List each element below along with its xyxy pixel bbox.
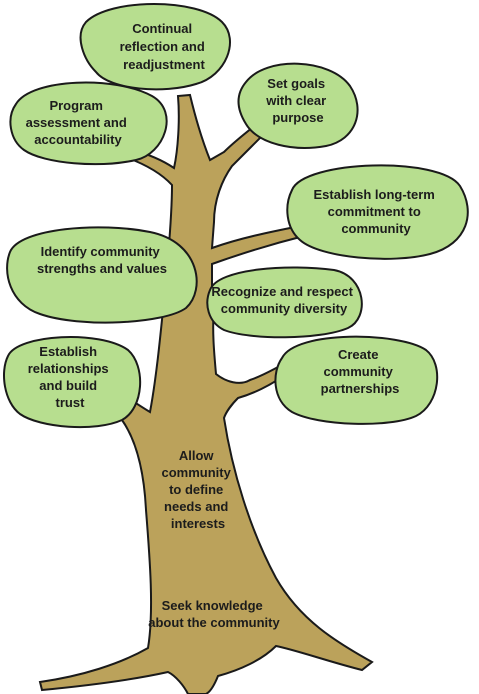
leaf-shape bbox=[237, 62, 359, 149]
leaf-label: Establish long-term commitment to commun… bbox=[314, 187, 439, 236]
leaf-label: Program assessment and accountability bbox=[26, 98, 131, 147]
leaf-label: Continual reflection and readjustment bbox=[120, 21, 209, 72]
leaf-shape bbox=[3, 336, 141, 429]
leaf-set-goals: Set goals with clear purpose bbox=[237, 62, 359, 149]
leaf-shape bbox=[286, 164, 469, 260]
leaf-program-assessment: Program assessment and accountability bbox=[9, 81, 168, 166]
leaf-shape bbox=[79, 3, 231, 91]
leaf-label: Recognize and respect community diversit… bbox=[211, 284, 356, 316]
leaf-label: Establish relationships and build trust bbox=[28, 344, 113, 410]
trunk-label-seek-knowledge: Seek knowledge about the community bbox=[148, 598, 280, 630]
leaf-shape bbox=[9, 81, 168, 166]
leaf-label: Identify community strengths and values bbox=[37, 244, 167, 276]
leaf-build-trust: Establish relationships and build trust bbox=[3, 336, 141, 429]
trunk-label: Allow community to define needs and inte… bbox=[162, 448, 235, 531]
leaf-shape bbox=[274, 335, 439, 425]
leaf-continual-reflection: Continual reflection and readjustment bbox=[79, 3, 231, 91]
leaf-shape bbox=[6, 226, 198, 324]
leaf-community-diversity: Recognize and respect community diversit… bbox=[206, 266, 363, 339]
leaf-shape bbox=[206, 266, 363, 339]
leaf-long-term-commitment: Establish long-term commitment to commun… bbox=[286, 164, 469, 260]
leaf-community-partnerships: Create community partnerships bbox=[274, 335, 439, 425]
trunk-label: Seek knowledge about the community bbox=[148, 598, 280, 630]
trunk-label-define-needs: Allow community to define needs and inte… bbox=[162, 448, 235, 531]
leaf-label: Set goals with clear purpose bbox=[265, 76, 330, 125]
leaf-community-strengths: Identify community strengths and values bbox=[6, 226, 198, 324]
leaf-label: Create community partnerships bbox=[321, 347, 400, 396]
